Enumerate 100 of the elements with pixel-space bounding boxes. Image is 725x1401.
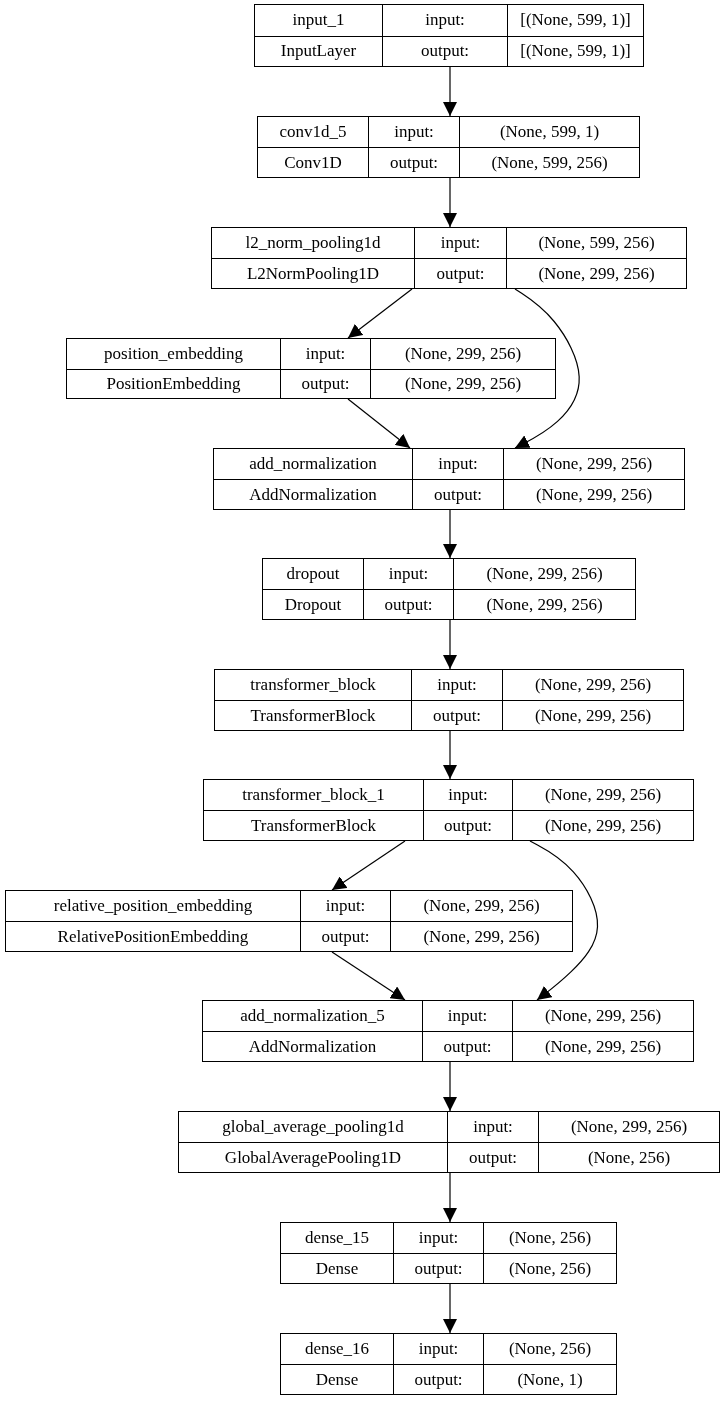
shape-text: (None, 299, 256) (538, 1112, 719, 1142)
port-label: output: (414, 258, 506, 288)
port-label: input: (411, 670, 502, 700)
layer-box (280, 1333, 617, 1395)
arrow (443, 66, 457, 117)
shape-text: [(None, 599, 1)] (507, 35, 643, 66)
shape-text: (None, 299, 256) (370, 368, 555, 398)
layer-type: TransformerBlock (215, 700, 411, 730)
port-label: input: (393, 1334, 483, 1364)
port-label: input: (280, 339, 370, 369)
shape-text: (None, 299, 256) (503, 479, 684, 509)
arrow (443, 509, 457, 559)
shape-text: (None, 299, 256) (453, 559, 635, 589)
shape-text: (None, 299, 256) (390, 921, 572, 951)
shape-text: (None, 599, 256) (506, 228, 686, 258)
arrow (514, 288, 580, 449)
port-label: input: (382, 5, 507, 36)
shape-text: (None, 299, 256) (506, 258, 686, 288)
shape-text: (None, 599, 256) (459, 147, 639, 177)
shape-text: (None, 256) (538, 1142, 719, 1172)
layer-box (213, 448, 685, 510)
layer-name: dropout (285, 563, 341, 585)
port-label: output: (423, 810, 512, 840)
port-label: output: (393, 1253, 483, 1283)
layer-type: AddNormalization (214, 479, 412, 509)
shape-text: (None, 256) (483, 1223, 616, 1253)
port-label: output: (411, 700, 502, 730)
arrow (331, 840, 406, 891)
port-label: output: (422, 1031, 512, 1061)
port-label: input: (447, 1112, 538, 1142)
shape-text: (None, 599, 1) (459, 117, 639, 147)
port-label: output: (368, 147, 459, 177)
port-label: input: (423, 780, 512, 810)
port-label: output: (280, 368, 370, 398)
shape-text: (None, 299, 256) (502, 700, 683, 730)
arrow (347, 398, 411, 449)
layer-box (254, 4, 644, 67)
layer-name: conv1d_5 (278, 121, 348, 143)
port-label: output: (447, 1142, 538, 1172)
layer-name: global_average_pooling1d (221, 1116, 405, 1138)
arrow (331, 951, 406, 1001)
shape-text: (None, 299, 256) (390, 891, 572, 921)
port-label: output: (393, 1364, 483, 1394)
port-label: input: (393, 1223, 483, 1253)
shape-text: (None, 1) (483, 1364, 616, 1394)
arrow (443, 730, 457, 780)
layer-type: Dense (281, 1253, 393, 1283)
port-label: output: (382, 35, 507, 66)
layer-type: PositionEmbedding (67, 368, 280, 398)
shape-text: (None, 299, 256) (502, 670, 683, 700)
layer-box (203, 779, 694, 841)
shape-text: (None, 299, 256) (512, 810, 693, 840)
shape-text: (None, 299, 256) (512, 1031, 693, 1061)
layer-type: TransformerBlock (204, 810, 423, 840)
layer-box (66, 338, 556, 399)
arrow (443, 177, 457, 228)
layer-name: add_normalization_5 (239, 1005, 386, 1027)
layer-type: InputLayer (255, 35, 382, 66)
layer-type: L2NormPooling1D (212, 258, 414, 288)
shape-text: (None, 256) (483, 1253, 616, 1283)
layer-box (262, 558, 636, 620)
layer-name: transformer_block_1 (241, 784, 386, 806)
port-label: input: (300, 891, 390, 921)
layer-type: Dense (281, 1364, 393, 1394)
shape-text: (None, 299, 256) (512, 780, 693, 810)
port-label: input: (368, 117, 459, 147)
port-label: input: (363, 559, 453, 589)
shape-text: (None, 299, 256) (370, 339, 555, 369)
layer-box (280, 1222, 617, 1284)
shape-text: (None, 299, 256) (453, 589, 635, 619)
layer-name: input_1 (291, 9, 346, 32)
layer-box (202, 1000, 694, 1062)
port-label: output: (412, 479, 503, 509)
shape-text: (None, 256) (483, 1334, 616, 1364)
shape-text: [(None, 599, 1)] (507, 5, 643, 36)
layer-name: relative_position_embedding (52, 895, 254, 917)
arrow (443, 1172, 457, 1223)
layer-box (5, 890, 573, 952)
port-label: output: (300, 921, 390, 951)
arrow (529, 840, 599, 1001)
layer-type: AddNormalization (203, 1031, 422, 1061)
shape-text: (None, 299, 256) (512, 1001, 693, 1031)
arrow (443, 1061, 457, 1112)
arrow (443, 1283, 457, 1334)
layer-type: RelativePositionEmbedding (6, 921, 300, 951)
shape-text: (None, 299, 256) (503, 449, 684, 479)
layer-type: GlobalAveragePooling1D (179, 1142, 447, 1172)
arrow (347, 288, 413, 339)
layer-box (211, 227, 687, 289)
port-label: output: (363, 589, 453, 619)
layer-box (257, 116, 640, 178)
port-label: input: (412, 449, 503, 479)
arrow (443, 619, 457, 670)
layer-name: dense_15 (303, 1227, 371, 1249)
layer-box (178, 1111, 720, 1173)
port-label: input: (422, 1001, 512, 1031)
layer-name: position_embedding (103, 342, 244, 365)
layer-name: dense_16 (303, 1338, 371, 1360)
layer-name: add_normalization (248, 453, 378, 475)
layer-name: l2_norm_pooling1d (244, 232, 382, 254)
